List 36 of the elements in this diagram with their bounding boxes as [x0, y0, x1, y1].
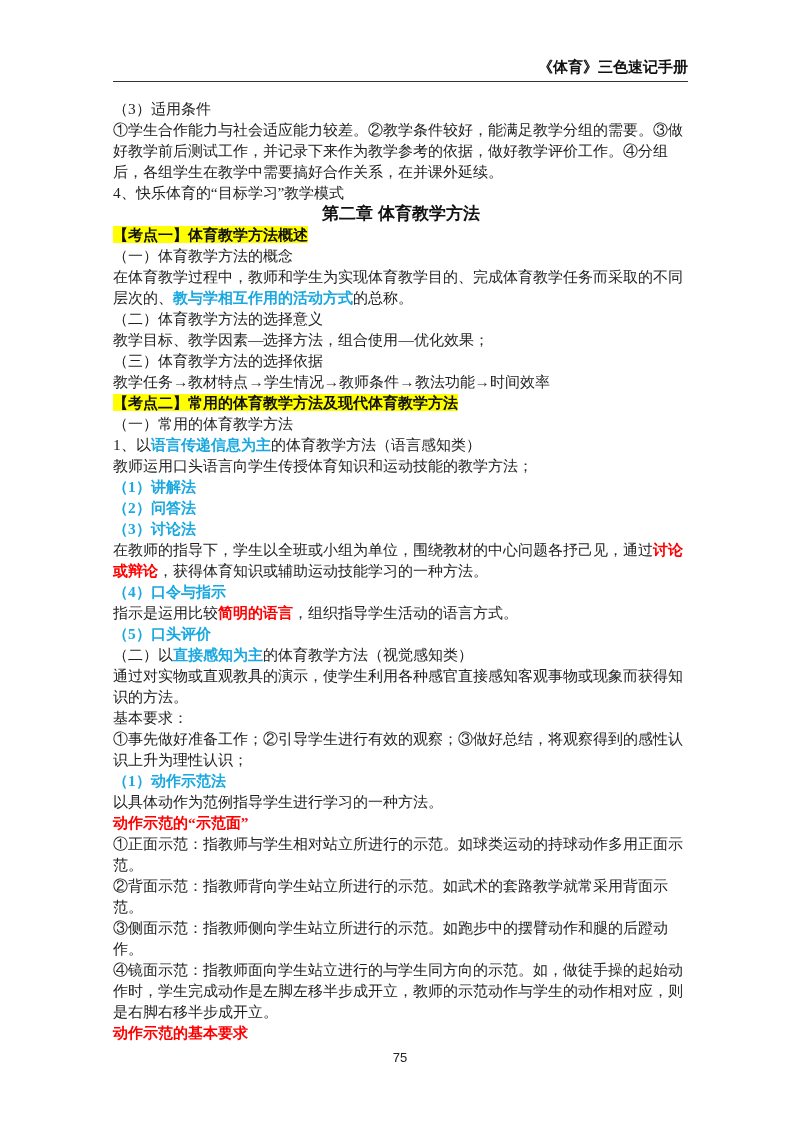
paragraph: ④镜面示范：指教师面向学生站立进行的与学生同方向的示范。如，做徒手操的起始动作时，学生完成动作是左脚左移半步成开立，教师的示范动作与学生的动作相对应，则是右脚右移半步成开立。 [113, 960, 684, 1022]
paragraph: （二）以直接感知为主的体育教学方法（视觉感知类） [113, 645, 474, 665]
paragraph: 以具体动作为范例指导学生进行学习的一种方法。 [113, 792, 444, 812]
section-heading: （1）动作示范法 [113, 771, 227, 791]
paragraph: 教师运用口头语言向学生传授体育知识和运动技能的教学方法； [113, 456, 534, 476]
paragraph: ②背面示范：指教师背向学生站立所进行的示范。如武术的套路教学就常采用背面示范。 [113, 876, 669, 917]
paragraph: 在体育教学过程中，教师和学生为实现体育教学目的、完成体育教学任务而采取的不同层次的、教与学相互作用的活动方式的总称。 [113, 267, 684, 308]
paragraph: （一）体育教学方法的概念 [113, 246, 294, 266]
paragraph: ③侧面示范：指教师侧向学生站立所进行的示范。如跑步中的摆臂动作和腿的后蹬动作。 [113, 918, 669, 959]
paragraph: 通过对实物或直观教具的演示，使学生利用各种感官直接感知客观事物或现象而获得知识的方法。 [113, 666, 684, 707]
section-heading: （4）口令与指示 [113, 582, 227, 602]
paragraph: （二）体育教学方法的选择意义 [113, 309, 324, 329]
paragraph: 1、以语言传递信息为主的体育教学方法（语言感知类） [113, 435, 482, 455]
page-number: 75 [392, 1050, 408, 1065]
section-heading: （3）讨论法 [113, 519, 197, 539]
highlighted-heading: 【考点一】体育教学方法概述 [113, 226, 308, 243]
section-heading: 动作示范的“示范面” [113, 813, 250, 833]
section-heading: （1）讲解法 [113, 477, 197, 497]
paragraph: 基本要求： [113, 708, 189, 728]
section-heading: （5）口头评价 [113, 624, 212, 644]
paragraph: （一）常用的体育教学方法 [113, 414, 294, 434]
running-header: 《体育》三色速记手册 [538, 58, 688, 75]
paragraph: 教学任务→教材特点→学生情况→教师条件→教法功能→时间效率 [113, 372, 551, 392]
paragraph: 在教师的指导下，学生以全班或小组为单位，围绕教材的中心问题各抒己见，通过讨论或辩论，获得体育知识或辅助运动技能学习的一种方法。 [113, 540, 684, 581]
paragraph: （3）适用条件 [113, 99, 212, 119]
section-heading: 动作示范的基本要求 [113, 1023, 249, 1043]
paragraph: 指示是运用比较简明的语言，组织指导学生活动的语言方式。 [113, 603, 519, 623]
chapter-title: 第二章 体育教学方法 [321, 203, 481, 224]
paragraph: ①事先做好准备工作；②引导学生进行有效的观察；③做好总结，将观察得到的感性认识上升为理性认识； [113, 729, 684, 770]
paragraph: ①学生合作能力与社会适应能力较差。②教学条件较好，能满足教学分组的需要。③做好教学前后测试工作，并记录下来作为教学参考的依据，做好教学评价工作。④分组后，各组学生在教学中需要搞好合作关系，在并课外延续。 [113, 120, 684, 182]
highlighted-heading: 【考点二】常用的体育教学方法及现代体育教学方法 [113, 394, 458, 411]
paragraph: ①正面示范：指教师与学生相对站立所进行的示范。如球类运动的持球动作多用正面示范。 [113, 834, 684, 875]
paragraph: 教学目标、教学因素—选择方法，组合使用—优化效果； [113, 330, 490, 350]
paragraph: （三）体育教学方法的选择依据 [113, 351, 324, 371]
paragraph: 4、快乐体育的“目标学习”教学模式 [113, 183, 346, 203]
section-heading: （2）问答法 [113, 498, 197, 518]
